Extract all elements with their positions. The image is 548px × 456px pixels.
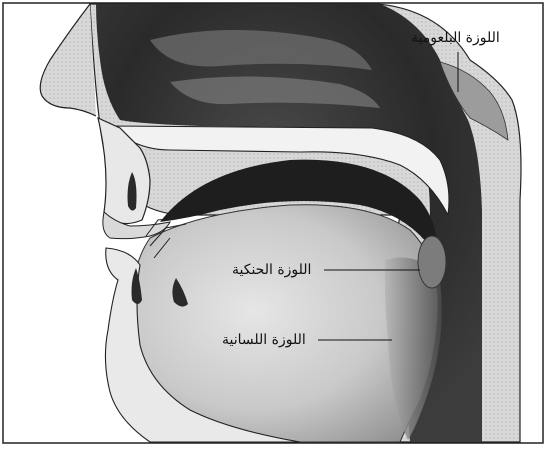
- lingual-tonsil-label: اللوزة اللسانية: [222, 333, 306, 347]
- palatine-tonsil-label: اللوزة الحنكية: [232, 263, 311, 277]
- pharyngeal-tonsil-label: اللوزة البلعومية: [411, 31, 500, 45]
- palatine-tonsil-shape: [418, 236, 446, 288]
